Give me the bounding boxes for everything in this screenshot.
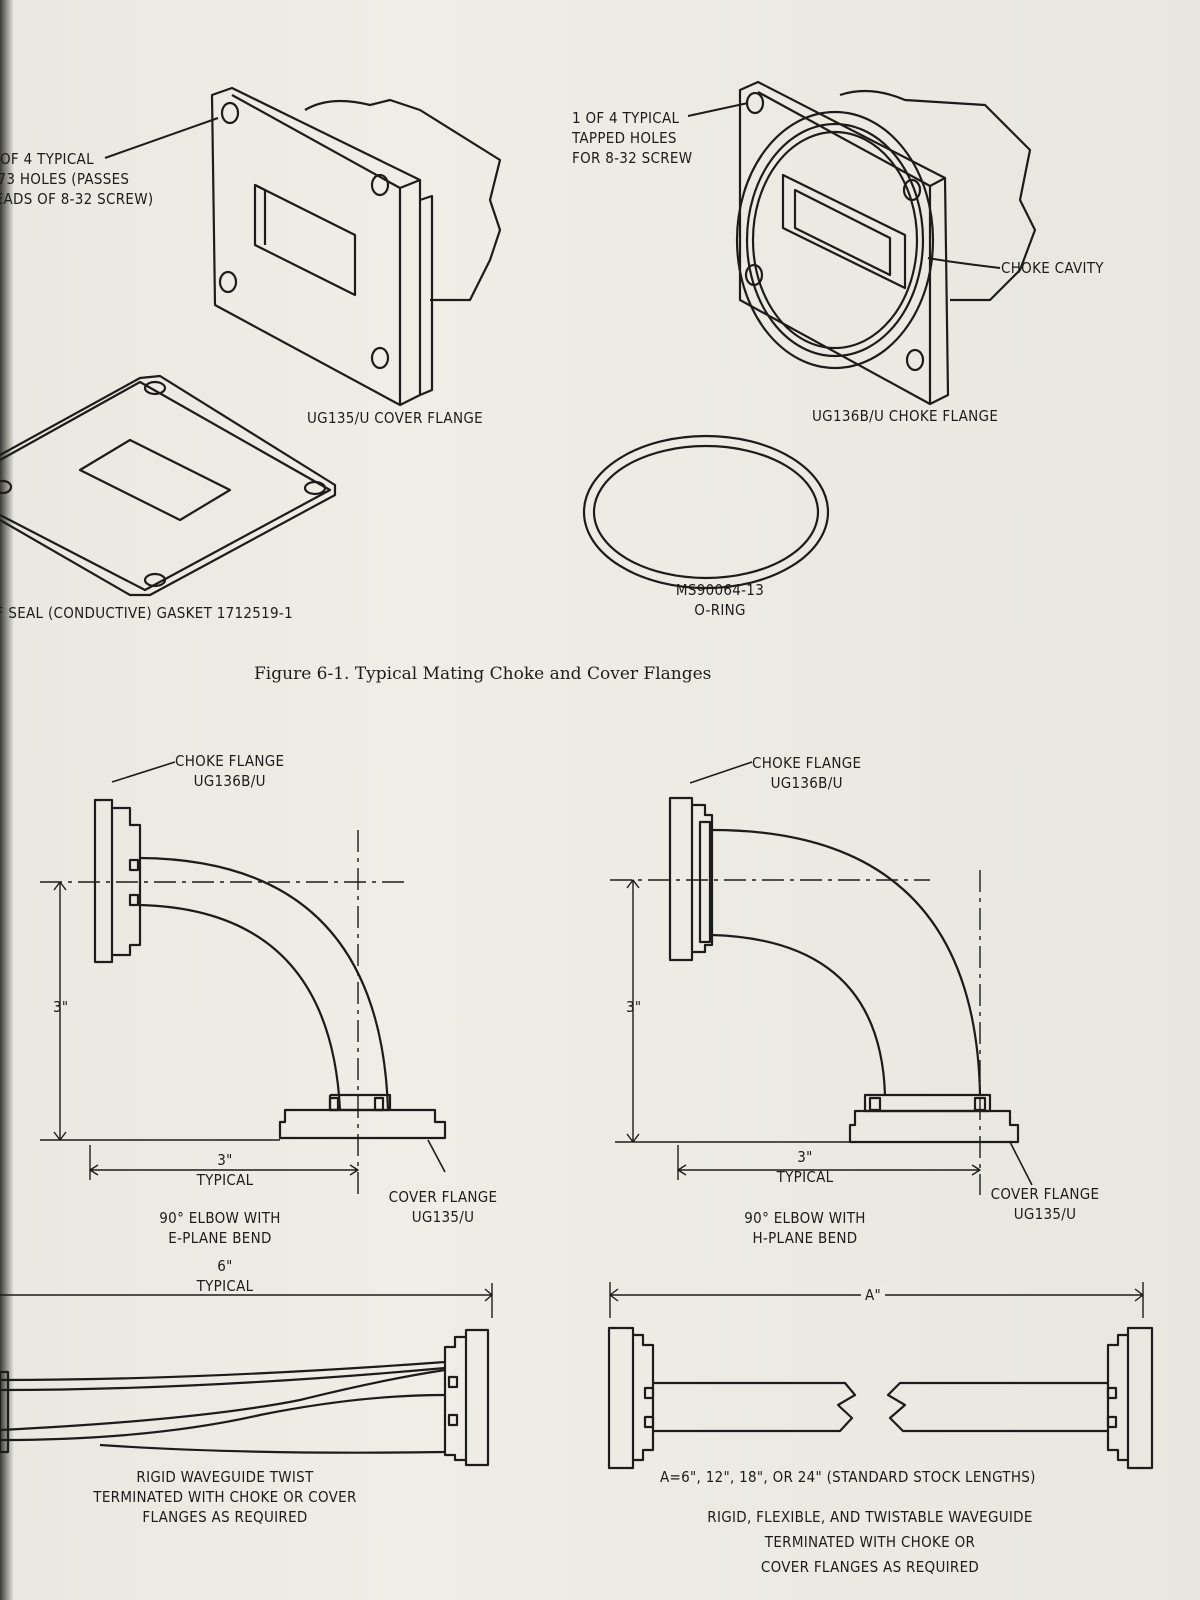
twist-title: RIGID WAVEGUIDE TWIST TERMINATED WITH CH… xyxy=(70,1467,380,1527)
label-line: H-PLANE BEND xyxy=(752,1229,858,1247)
gasket-label: RF SEAL (CONDUCTIVE) GASKET 1712519-1 xyxy=(0,604,293,622)
label-line: UG135/U xyxy=(411,1208,475,1226)
label-line: UG135/U xyxy=(1013,1205,1077,1223)
cover-holes-callout: OF 4 TYPICAL .173 HOLES (PASSES THREADS … xyxy=(0,149,153,209)
o-ring-label: MS90064-13 O-RING xyxy=(650,580,790,620)
e-plane-cover-label: COVER FLANGE UG135/U xyxy=(378,1187,508,1227)
callout-line: FOR 8-32 SCREW xyxy=(572,149,693,167)
callout-line: 1 OF 4 TYPICAL xyxy=(572,109,680,127)
cover-flange-drawing xyxy=(104,86,502,407)
label-line: UG136B/U xyxy=(770,774,843,792)
gasket-drawing xyxy=(0,374,337,597)
label-line: COVER FLANGE xyxy=(990,1185,1100,1203)
o-ring-drawing xyxy=(582,434,830,590)
label-line: COVER FLANGES AS REQUIRED xyxy=(760,1558,980,1576)
e-plane-title: 90° ELBOW WITH E-PLANE BEND xyxy=(140,1208,300,1248)
tapped-holes-callout: 1 OF 4 TYPICAL TAPPED HOLES FOR 8-32 SCR… xyxy=(572,108,692,168)
figure-caption: Figure 6-1. Typical Mating Choke and Cov… xyxy=(254,664,712,684)
straight-waveguide-drawing xyxy=(607,1282,1154,1470)
label-line: COVER FLANGE xyxy=(388,1188,498,1206)
label-line: CHOKE FLANGE xyxy=(175,752,285,770)
label-line: 90° ELBOW WITH xyxy=(744,1209,866,1227)
h-plane-elbow-drawing xyxy=(610,761,1033,1195)
length-dim: A" xyxy=(861,1285,886,1305)
label-line: 90° ELBOW WITH xyxy=(159,1209,281,1227)
waveguide-twist-drawing xyxy=(0,1283,493,1467)
callout-line: OF 4 TYPICAL xyxy=(0,150,94,168)
label-line: E-PLANE BEND xyxy=(168,1229,272,1247)
e-plane-elbow-drawing xyxy=(40,761,447,1195)
label-line: UG136B/U xyxy=(193,772,266,790)
twist-dim: 6" TYPICAL xyxy=(170,1256,280,1296)
h-plane-choke-label: CHOKE FLANGE UG136B/U xyxy=(752,753,861,793)
e-plane-vertical-dim: 3" xyxy=(53,998,69,1016)
e-plane-horizontal-dim: 3" TYPICAL xyxy=(170,1150,280,1190)
label-line: TYPICAL xyxy=(776,1168,834,1186)
label-line: TERMINATED WITH CHOKE OR xyxy=(764,1533,976,1551)
part-number: MS90064-13 xyxy=(675,581,765,599)
stock-lengths-note: A=6", 12", 18", OR 24" (STANDARD STOCK L… xyxy=(660,1468,1036,1486)
label-line: TERMINATED WITH CHOKE OR COVER xyxy=(93,1488,357,1506)
callout-line: TAPPED HOLES xyxy=(572,129,677,147)
h-plane-title: 90° ELBOW WITH H-PLANE BEND xyxy=(725,1208,885,1248)
cover-flange-label: UG135/U COVER FLANGE xyxy=(307,409,483,427)
straight-title: RIGID, FLEXIBLE, AND TWISTABLE WAVEGUIDE… xyxy=(660,1505,1080,1580)
choke-flange-label: UG136B/U CHOKE FLANGE xyxy=(812,407,999,425)
choke-flange-drawing xyxy=(687,80,1037,406)
label-line: 6" xyxy=(217,1257,233,1275)
part-name: O-RING xyxy=(694,601,746,619)
e-plane-choke-label: CHOKE FLANGE UG136B/U xyxy=(175,751,284,791)
label-line: 3" xyxy=(797,1148,813,1166)
choke-cavity-label: CHOKE CAVITY xyxy=(1001,259,1104,277)
label-line: RIGID WAVEGUIDE TWIST xyxy=(136,1468,314,1486)
callout-line: .173 HOLES (PASSES xyxy=(0,170,130,188)
h-plane-vertical-dim: 3" xyxy=(626,998,642,1016)
label-line: CHOKE FLANGE xyxy=(752,754,862,772)
label-line: TYPICAL xyxy=(196,1277,254,1295)
label-line: TYPICAL xyxy=(196,1171,254,1189)
label-line: RIGID, FLEXIBLE, AND TWISTABLE WAVEGUIDE xyxy=(707,1508,1033,1526)
h-plane-horizontal-dim: 3" TYPICAL xyxy=(750,1147,860,1187)
label-line: 3" xyxy=(217,1151,233,1169)
label-line: FLANGES AS REQUIRED xyxy=(142,1508,308,1526)
h-plane-cover-label: COVER FLANGE UG135/U xyxy=(980,1184,1110,1224)
callout-line: THREADS OF 8-32 SCREW) xyxy=(0,190,154,208)
